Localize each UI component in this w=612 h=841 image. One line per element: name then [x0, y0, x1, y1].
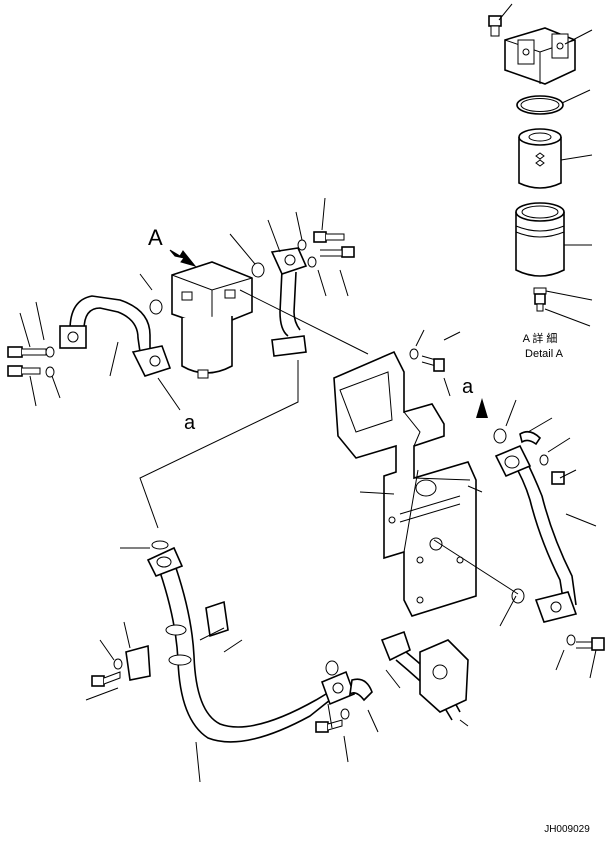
ref-label-a-left: a	[184, 412, 196, 434]
ref-arrow-icon	[476, 398, 488, 418]
connection-lines	[139, 289, 519, 595]
lower-clamps	[91, 600, 229, 687]
bracket-bolt	[409, 348, 445, 372]
view-arrow-icon	[169, 249, 197, 267]
right-clamp	[519, 430, 542, 446]
right-o-ring	[493, 428, 507, 444]
filter-cartridge	[518, 128, 562, 189]
main-filter	[171, 261, 253, 379]
leader-lines	[19, 197, 597, 783]
lower-o-ring	[151, 540, 169, 550]
detail-bolt	[488, 15, 502, 37]
upper-elbow-pipe	[270, 247, 308, 357]
mounting-bracket	[333, 350, 477, 617]
drain-plug	[533, 287, 547, 312]
detail-caption-jp: A 詳 細	[523, 331, 558, 345]
filter-case	[515, 202, 565, 277]
lower-end-parts	[315, 660, 373, 733]
detail-caption-en: Detail A	[525, 348, 564, 360]
left-hose	[59, 295, 172, 377]
detail-a-group: A 詳 細 Detail A	[488, 3, 593, 360]
drawing-number: JH009029	[544, 824, 590, 835]
right-hose-bolt	[551, 471, 565, 485]
upper-bolts	[297, 231, 355, 268]
left-bolts	[7, 346, 55, 378]
view-label: A	[148, 225, 163, 250]
ref-label-a-right: a	[462, 376, 474, 398]
filter-head	[504, 27, 576, 85]
small-o-ring	[149, 299, 163, 315]
lower-long-hose	[146, 546, 356, 743]
o-ring	[516, 95, 564, 115]
right-hose	[494, 444, 578, 623]
lower-right-bolt	[566, 634, 605, 651]
upper-o-ring	[251, 262, 265, 278]
lower-elbow-pipe	[380, 630, 469, 721]
